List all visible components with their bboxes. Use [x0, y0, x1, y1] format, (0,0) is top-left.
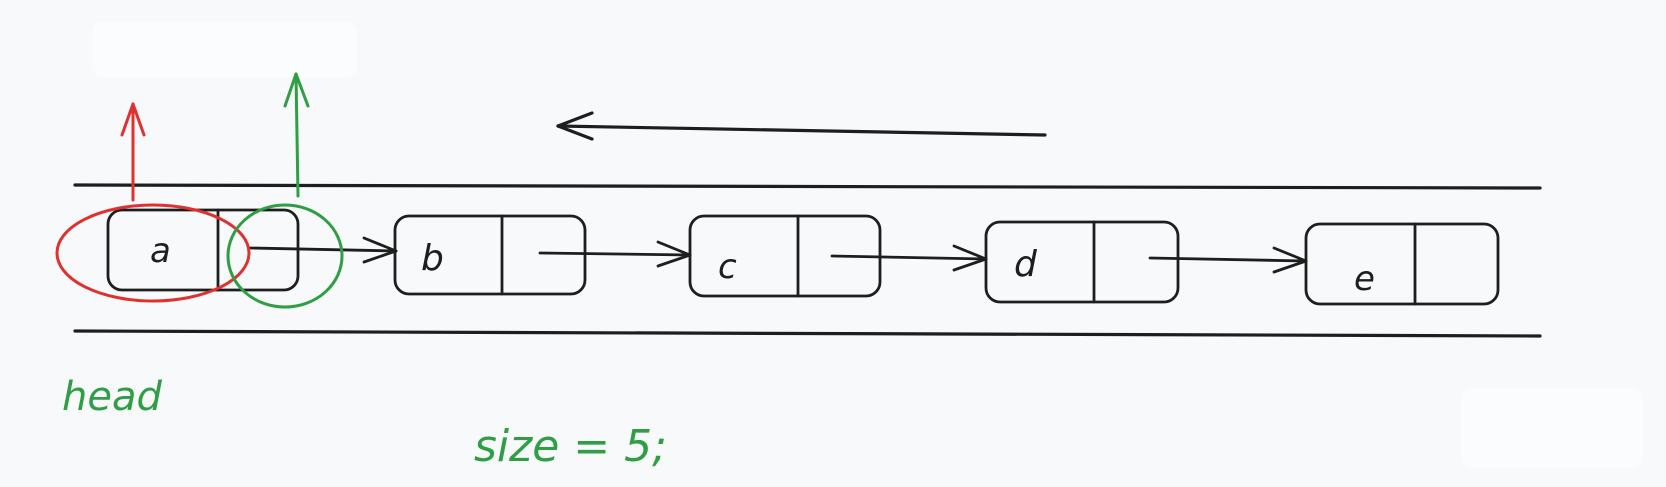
node-box [1304, 222, 1500, 306]
head-label: head [62, 374, 162, 420]
node-value: c [718, 247, 737, 287]
next-pointer-circle [226, 203, 344, 309]
next-pointer-up-arrow [294, 72, 300, 198]
direction-arrow [556, 111, 1047, 141]
node-b: b [393, 214, 587, 296]
rail-bottom [73, 329, 1542, 338]
faded-patch-bottom-right [1462, 388, 1642, 468]
rail-top [73, 183, 1542, 190]
head-marker [55, 102, 251, 303]
node-value: d [1014, 244, 1038, 285]
node-e: e [1304, 222, 1500, 306]
node-value: a [150, 231, 171, 271]
pointer-arrow-a-b [248, 236, 398, 264]
node-a: a [106, 208, 300, 292]
node-d: d [984, 220, 1180, 304]
pointer-arrow-b-c [538, 240, 692, 268]
node-value: b [421, 238, 444, 279]
next-pointer-marker [226, 72, 344, 309]
pointer-arrow-d-e [1148, 246, 1308, 274]
faded-patch-top [92, 22, 357, 77]
size-label: size = 5; [474, 421, 667, 472]
pointer-arrow-c-d [830, 244, 988, 272]
node-box [106, 208, 300, 292]
node-box [984, 220, 1180, 304]
node-value: e [1354, 259, 1375, 299]
head-circle [55, 203, 251, 303]
